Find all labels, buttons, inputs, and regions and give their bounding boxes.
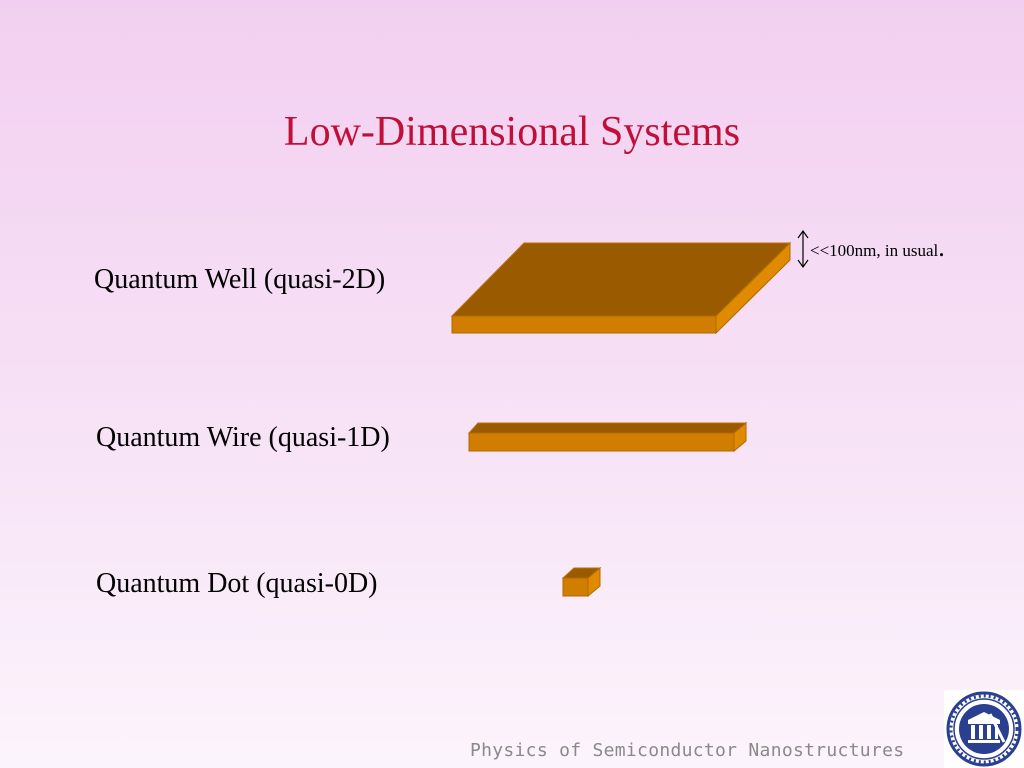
footer-course-title: Physics of Semiconductor Nanostructures bbox=[470, 740, 905, 761]
slide-title: Low-Dimensional Systems bbox=[283, 109, 741, 155]
cube-side-face bbox=[587, 566, 601, 598]
bar-front-face bbox=[468, 432, 735, 452]
university-seal-icon bbox=[944, 690, 1024, 768]
thickness-arrow-icon bbox=[797, 229, 809, 269]
quantum-dot-label: Quantum Dot (quasi-0D) bbox=[96, 568, 378, 599]
thickness-note: <<100nm, in usual. bbox=[810, 235, 945, 261]
quantum-wire-label: Quantum Wire (quasi-1D) bbox=[96, 422, 390, 453]
slab-front-face bbox=[451, 315, 717, 334]
slab-side-face bbox=[715, 241, 791, 335]
bar-side-face bbox=[733, 421, 747, 453]
quantum-wire-bar bbox=[467, 421, 748, 453]
quantum-well-slab bbox=[450, 241, 792, 335]
cube-front-face bbox=[562, 577, 589, 597]
thickness-note-text: <<100nm, in usual bbox=[810, 241, 939, 260]
bar-top-face bbox=[467, 422, 748, 434]
quantum-well-label: Quantum Well (quasi-2D) bbox=[94, 264, 386, 295]
thickness-note-period: . bbox=[938, 233, 945, 262]
quantum-dot-cube bbox=[561, 566, 602, 598]
